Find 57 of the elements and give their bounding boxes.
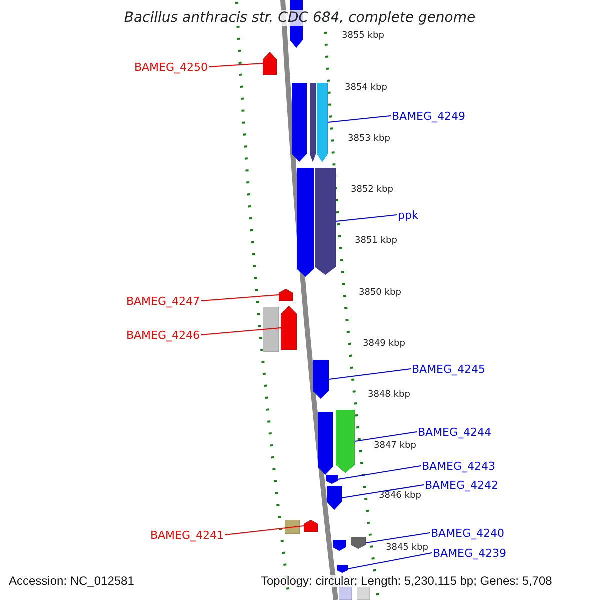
info-text: Topology: circular; Length: 5,230,115 bp; Genes: 5,708 bbox=[261, 575, 552, 587]
scale-label: 3851 kbp bbox=[355, 237, 398, 246]
gene-feature bbox=[351, 537, 366, 549]
gene-feature bbox=[318, 412, 333, 475]
info-text: Accession: NC_012581 bbox=[9, 575, 134, 587]
gene-feature bbox=[337, 565, 348, 573]
gene-label: BAMEG_4239 bbox=[433, 548, 507, 558]
leader-line bbox=[328, 368, 412, 380]
gene-feature bbox=[327, 486, 342, 510]
gene-feature bbox=[333, 540, 346, 551]
scale-label: 3854 kbp bbox=[345, 84, 388, 93]
leader-line bbox=[200, 294, 280, 302]
leader-line bbox=[348, 552, 432, 570]
leader-line bbox=[354, 432, 418, 442]
scale-label: 3848 kbp bbox=[368, 391, 410, 400]
gene-feature bbox=[285, 520, 300, 534]
gene-feature bbox=[315, 168, 336, 275]
gene-label: BAMEG_4247 bbox=[126, 296, 200, 306]
scale-label: 3846 kbp bbox=[379, 492, 422, 501]
leader-line bbox=[338, 466, 422, 480]
leader-line bbox=[366, 532, 430, 544]
gene-feature bbox=[336, 410, 355, 473]
scale-label: 3845 kbp bbox=[386, 544, 428, 553]
gene-feature bbox=[317, 83, 328, 162]
gene-label: BAMEG_4250 bbox=[134, 62, 208, 72]
scale-label: 3852 kbp bbox=[351, 186, 394, 195]
gene-feature bbox=[263, 52, 277, 75]
gene-label: BAMEG_4245 bbox=[412, 364, 486, 374]
leader-line bbox=[200, 328, 282, 336]
gene-label: ppk bbox=[398, 210, 418, 220]
scale-label: 3850 kbp bbox=[359, 289, 402, 298]
gene-label: BAMEG_4244 bbox=[418, 426, 492, 438]
gene-feature bbox=[326, 475, 338, 484]
scale-label: 3849 kbp bbox=[363, 340, 406, 349]
gene-feature bbox=[304, 520, 318, 532]
gene-feature bbox=[297, 168, 314, 277]
leader-line bbox=[342, 484, 424, 498]
gene-feature bbox=[281, 306, 297, 350]
gene-feature bbox=[279, 289, 293, 301]
scale-label: 3855 kbp bbox=[342, 32, 384, 41]
gene-label: BAMEG_4240 bbox=[431, 528, 505, 538]
leader-line bbox=[208, 63, 264, 68]
scale-label: 3847 kbp bbox=[374, 442, 416, 451]
gene-feature bbox=[292, 83, 307, 162]
leader-line bbox=[224, 526, 304, 536]
gene-feature bbox=[263, 307, 279, 352]
leader-line bbox=[328, 116, 392, 123]
gene-label: BAMEG_4242 bbox=[425, 480, 499, 490]
gene-feature bbox=[313, 360, 329, 399]
title: Bacillus anthracis str. CDC 684, complete genome bbox=[124, 10, 476, 26]
leader-line bbox=[336, 214, 398, 222]
gene-label: BAMEG_4243 bbox=[422, 460, 496, 472]
gene-feature bbox=[310, 83, 316, 162]
scale-label: 3853 kbp bbox=[348, 135, 390, 144]
gene-label: BAMEG_4246 bbox=[126, 330, 200, 340]
gene-label: BAMEG_4241 bbox=[150, 530, 224, 540]
gene-label: BAMEG_4249 bbox=[392, 110, 466, 122]
